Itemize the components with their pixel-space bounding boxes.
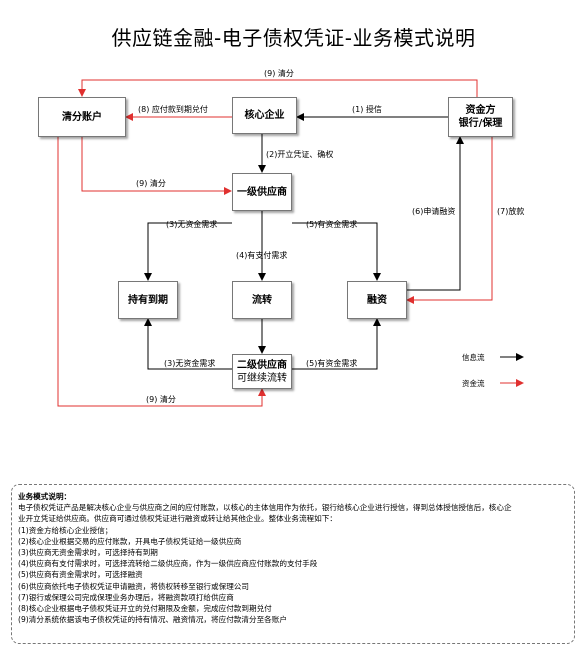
edge-bottom-clear	[57, 137, 266, 407]
node-tier1-supplier-label: 一级供应商	[237, 186, 287, 198]
node-transfer: 流转	[232, 281, 292, 319]
node-clearing-account: 清分账户	[38, 97, 126, 137]
node-financing: 融资	[347, 281, 407, 319]
node-hold-to-maturity-label: 持有到期	[128, 294, 168, 306]
description-step: (3)供应商无资金需求时，可选择持有到期	[18, 548, 158, 558]
edge-payable-label: (8) 应付款到期兑付	[138, 104, 208, 114]
node-tier2-supplier-label-2: 可继续流转	[237, 372, 287, 384]
node-transfer-label: 流转	[252, 294, 272, 306]
edge-apply-finance	[407, 136, 464, 291]
edge-top-clear	[78, 79, 478, 98]
edge-top-clear-label: (9) 清分	[264, 68, 294, 78]
business-description-box: 业务模式说明： 电子债权凭证产品是解决核心企业与供应商之间的应付账款，以核心的主…	[11, 484, 575, 644]
node-core-enterprise-label: 核心企业	[244, 110, 285, 121]
legend-info-flow-label: 信息流	[462, 353, 485, 362]
node-tier2-supplier-label-1: 二级供应商	[237, 359, 287, 371]
description-heading: 业务模式说明：	[18, 492, 72, 501]
edge-mid-clear-label: (9) 清分	[136, 178, 166, 188]
description-step: (5)供应商有资金需求时，可选择融资	[18, 570, 143, 580]
edge-pay-need-label: (4)有支付需求	[236, 250, 287, 260]
description-intro-2: 业开立凭证给供应商。供应商可通过债权凭证进行融资或转让给其他企业。整体业务流程如…	[18, 514, 337, 524]
edge-credit-label: (1) 授信	[352, 104, 382, 114]
edge-no-fund-2-label: (3)无资金需求	[164, 358, 215, 368]
edge-apply-finance-label: (6)申请融资	[412, 206, 455, 216]
description-step: (6)供应商依托电子债权凭证申请融资，将债权转移至银行或保理公司	[18, 581, 249, 591]
node-funder-label-1: 资金方	[465, 105, 496, 116]
node-hold-to-maturity: 持有到期	[118, 281, 178, 319]
description-step: (1)资金方给核心企业授信；	[18, 525, 113, 535]
node-funder-label-2: 银行/保理	[458, 118, 503, 129]
node-core-enterprise: 核心企业	[232, 97, 297, 134]
edge-fund-need-2	[292, 318, 381, 370]
description-step: (8)核心企业根据电子债权凭证开立的兑付期限及金额，完成应付款到期兑付	[18, 604, 272, 614]
description-step: (7)银行或保理公司完成保理业务办理后，将融资款项打给供应商	[18, 592, 234, 602]
edge-no-fund-1	[144, 222, 232, 281]
edge-bottom-clear-label: (9) 清分	[146, 394, 176, 404]
node-financing-label: 融资	[367, 294, 387, 306]
edge-disburse-label: (7)放款	[497, 206, 524, 216]
description-step: (4)供应商有支付需求时，可选择流转给二级供应商，作为一级供应商应付账款的支付手…	[18, 559, 318, 569]
node-tier2-supplier: 二级供应商 可继续流转	[232, 354, 292, 389]
node-funder: 资金方 银行/保理	[448, 97, 513, 137]
edge-no-fund-2	[144, 318, 232, 370]
legend-fund-flow-label: 资金流	[462, 379, 485, 388]
edge-issue-label: (2)开立凭证、确权	[266, 149, 333, 159]
edge-no-fund-1-label: (3)无资金需求	[166, 219, 217, 229]
edge-fund-need-1	[292, 222, 381, 281]
edge-disburse	[406, 137, 493, 304]
description-step: (9)清分系统依据该电子债权凭证的持有情况、融资情况，将应付款清分至各账户	[18, 615, 287, 625]
edge-mid-clear	[81, 137, 232, 195]
node-tier1-supplier: 一级供应商	[232, 173, 292, 211]
node-clearing-account-label: 清分账户	[62, 111, 102, 123]
edge-fund-need-2-label: (5)有资金需求	[306, 358, 357, 368]
edge-fund-need-1-label: (5)有资金需求	[306, 219, 357, 229]
description-intro-1: 电子债权凭证产品是解决核心企业与供应商之间的应付账款，以核心的主体信用作为依托，…	[18, 503, 512, 513]
description-step: (2)核心企业根据交易的应付账款，开具电子债权凭证给一级供应商	[18, 536, 242, 546]
page-title: 供应链金融-电子债权凭证-业务模式说明	[111, 26, 476, 50]
